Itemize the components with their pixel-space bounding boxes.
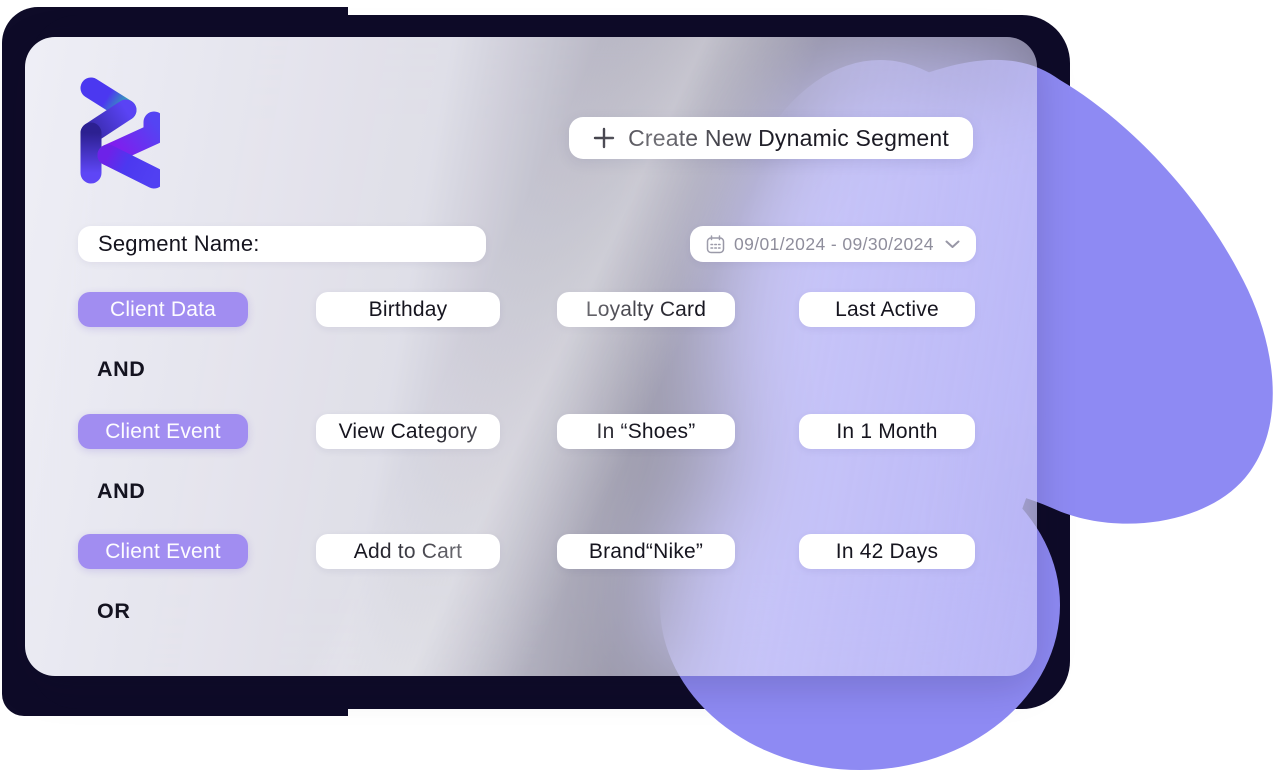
chevron-down-icon <box>945 240 960 248</box>
condition-type-pill[interactable]: Client Event <box>78 534 248 569</box>
create-button-label: Create New Dynamic Segment <box>628 124 949 151</box>
condition-field-pill[interactable]: Birthday <box>316 292 500 327</box>
condition-row: Client Event View Category In “Shoes” In… <box>25 414 1037 449</box>
glass-card: Create New Dynamic Segment Segment Name:… <box>25 37 1037 676</box>
segment-name-label: Segment Name: <box>98 231 260 256</box>
condition-type-pill[interactable]: Client Data <box>78 292 248 327</box>
date-range-value: 09/01/2024 - 09/30/2024 <box>734 233 934 254</box>
plus-icon <box>593 127 615 149</box>
condition-row: Client Event Add to Cart Brand“Nike” In … <box>25 534 1037 569</box>
condition-field-pill[interactable]: In “Shoes” <box>557 414 735 449</box>
brand-ribbon-logo <box>80 77 160 189</box>
condition-field-pill[interactable]: Last Active <box>799 292 975 327</box>
segment-name-input[interactable]: Segment Name: <box>78 226 486 262</box>
condition-field-pill[interactable]: In 1 Month <box>799 414 975 449</box>
operator-label-or: OR <box>97 599 131 623</box>
create-new-dynamic-segment-button[interactable]: Create New Dynamic Segment <box>569 117 973 159</box>
condition-row: Client Data Birthday Loyalty Card Last A… <box>25 292 1037 327</box>
operator-label-and: AND <box>97 479 146 503</box>
condition-field-pill[interactable]: Brand“Nike” <box>557 534 735 569</box>
calendar-icon <box>706 234 725 253</box>
condition-field-pill[interactable]: Add to Cart <box>316 534 500 569</box>
condition-field-pill[interactable]: In 42 Days <box>799 534 975 569</box>
condition-field-pill[interactable]: Loyalty Card <box>557 292 735 327</box>
condition-type-pill[interactable]: Client Event <box>78 414 248 449</box>
condition-field-pill[interactable]: View Category <box>316 414 500 449</box>
date-range-picker[interactable]: 09/01/2024 - 09/30/2024 <box>690 226 976 262</box>
operator-label-and: AND <box>97 357 146 381</box>
